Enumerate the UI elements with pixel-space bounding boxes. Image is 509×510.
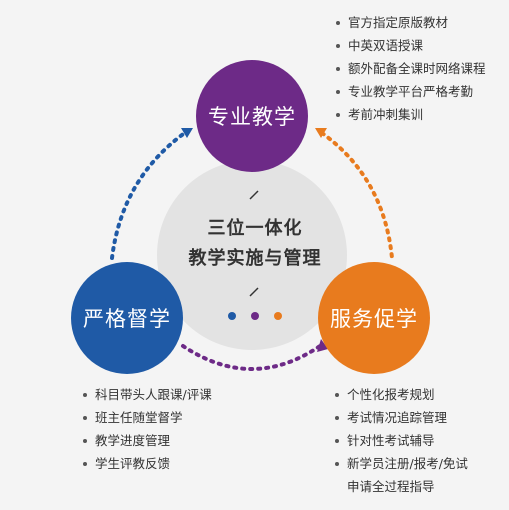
list-item: 新学员注册/报考/免试 [335,452,468,475]
dot-blue [228,312,236,320]
list-professional-teaching: 官方指定原版教材 中英双语授课 额外配备全课时网络课程 专业教学平台严格考勤 考… [336,11,486,126]
circle-service-support: 服务促学 [318,262,430,374]
circle-left-label: 严格督学 [83,307,171,331]
list-item: 专业教学平台严格考勤 [336,80,486,103]
list-service-support: 个性化报考规划 考试情况追踪管理 针对性考试辅导 新学员注册/报考/免试 申请全… [335,383,468,498]
center-title-line1: 三位一体化 [207,218,303,239]
arrow-orange [315,128,327,138]
center-circle [157,160,347,350]
list-item: 班主任随堂督学 [83,406,212,429]
list-item: 官方指定原版教材 [336,11,486,34]
arc-purple [181,344,322,371]
slash-mark-top [249,190,259,200]
list-item: 考前冲刺集训 [336,103,486,126]
arrow-blue [181,128,193,138]
circle-strict-supervision: 严格督学 [71,262,183,374]
list-item: 教学进度管理 [83,429,212,452]
list-item: 考试情况追踪管理 [335,406,468,429]
list-strict-supervision: 科目带头人跟课/评课 班主任随堂督学 教学进度管理 学生评教反馈 [83,383,212,475]
list-item: 中英双语授课 [336,34,486,57]
list-item-continuation: 申请全过程指导 [347,479,435,494]
slash-mark-bottom [249,287,259,297]
circle-professional-teaching: 专业教学 [196,60,308,172]
list-item: 学生评教反馈 [83,452,212,475]
list-item: 科目带头人跟课/评课 [83,383,212,406]
circle-right-label: 服务促学 [330,307,418,331]
list-item: 针对性考试辅导 [335,429,468,452]
list-item: 个性化报考规划 [335,383,468,406]
arc-orange [320,131,394,260]
dot-orange [274,312,282,320]
arc-blue [110,130,188,260]
center-title-line2: 教学实施与管理 [188,248,322,269]
list-item: 额外配备全课时网络课程 [336,57,486,80]
circle-top-label: 专业教学 [208,105,296,129]
arrow-purple [317,339,328,352]
dot-purple [251,312,259,320]
